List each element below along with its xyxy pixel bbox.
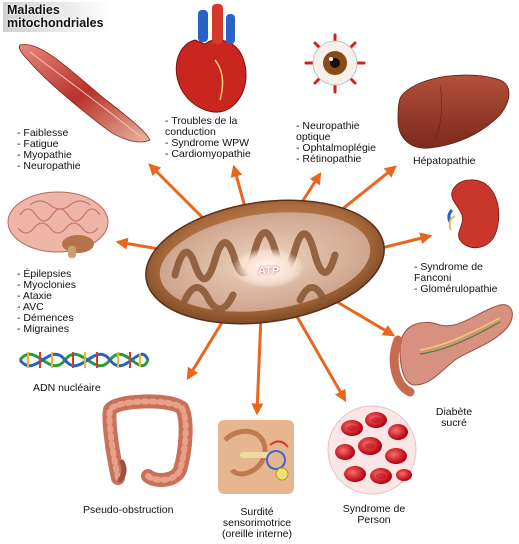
- list-item: Épilepsies: [17, 269, 76, 280]
- title-line-1: Maladies: [7, 3, 60, 17]
- list-item: Ophtalmoplégie: [296, 143, 376, 154]
- ear-label-line-2: sensorimotrice: [222, 517, 292, 529]
- dna-label: ADN nucléaire: [33, 382, 101, 394]
- atp-label: ATP: [258, 265, 280, 277]
- blood-cells-icon: [327, 405, 417, 495]
- list-item: Rétinopathie: [296, 154, 376, 165]
- list-item: Cardiomyopathie: [165, 149, 255, 160]
- list-item: Démences: [17, 313, 76, 324]
- ear-label-line-3: (oreille interne): [221, 528, 293, 540]
- muscle-icon: [18, 44, 151, 143]
- list-item: Faiblesse: [17, 128, 81, 139]
- liver-label: Hépatopathie: [413, 155, 476, 167]
- pancreas-label-line-2: sucré: [441, 417, 467, 429]
- kidney-icon: [447, 179, 500, 249]
- blood-label: Syndrome de Person: [334, 504, 414, 526]
- kidney-symptoms-list: Syndrome de Fanconi Glomérulopathie: [414, 262, 510, 295]
- blood-label-line-2: Person: [357, 514, 391, 526]
- list-item: Ataxie: [17, 291, 76, 302]
- title-line-2: mitochondriales: [7, 16, 104, 30]
- list-item: Myopathie: [17, 150, 81, 161]
- muscle-symptoms-list: Faiblesse Fatigue Myopathie Neuropathie: [17, 128, 81, 172]
- eye-icon: [304, 33, 366, 94]
- blood-label-line-1: Syndrome de: [342, 503, 406, 515]
- pancreas-label-line-1: Diabète: [435, 406, 473, 418]
- list-item: Neuropathie optique: [296, 121, 376, 143]
- list-item: Neuropathie: [17, 161, 80, 172]
- list-item: AVC: [17, 302, 76, 313]
- list-item: Syndrome de Fanconi: [414, 262, 510, 284]
- eye-symptoms-list: Neuropathie optique Ophtalmoplégie Rétin…: [296, 121, 376, 165]
- ear-label: Surdité sensorimotrice (oreille interne): [205, 507, 309, 540]
- dna-icon: [18, 352, 150, 368]
- colon-label: Pseudo-obstruction: [83, 504, 174, 516]
- list-item: Syndrome WPW: [165, 138, 255, 149]
- heart-icon: [175, 4, 247, 113]
- ear-label-line-1: Surdité: [240, 506, 274, 518]
- list-item: Myoclonies: [17, 280, 76, 291]
- diagram-title: Maladies mitochondriales: [3, 2, 110, 32]
- liver-icon: [397, 74, 510, 149]
- colon-icon: [102, 394, 193, 487]
- list-item: Glomérulopathie: [414, 284, 510, 295]
- list-item: Troubles de la conduction: [165, 116, 255, 138]
- list-item: Migraines: [17, 324, 76, 335]
- pancreas-icon: [389, 304, 513, 397]
- heart-symptoms-list: Troubles de la conduction Syndrome WPW C…: [165, 116, 255, 160]
- ear-icon: [218, 420, 294, 494]
- brain-symptoms-list: Épilepsies Myoclonies Ataxie AVC Démence…: [17, 269, 76, 335]
- brain-icon: [7, 191, 109, 258]
- list-item: Fatigue: [17, 139, 81, 150]
- mitochondrion-icon: [145, 199, 385, 325]
- pancreas-label: Diabète sucré: [424, 407, 484, 429]
